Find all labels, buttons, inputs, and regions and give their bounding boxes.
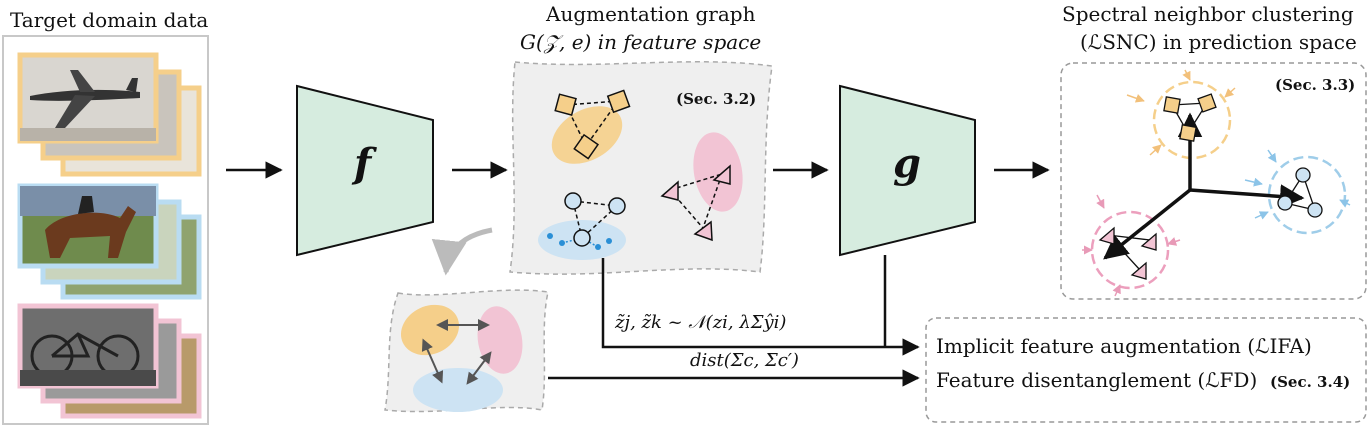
cov-orange bbox=[400, 304, 460, 356]
snc-axes bbox=[1103, 112, 1305, 260]
fd-section: (Sec. 3.4) bbox=[1270, 373, 1351, 391]
aug-graph-section: (Sec. 3.2) bbox=[676, 90, 757, 108]
network-f bbox=[296, 84, 434, 257]
blue-nodes bbox=[561, 192, 626, 248]
snc-blue-ring bbox=[1267, 155, 1347, 235]
snc-pink-ring bbox=[1090, 210, 1170, 290]
snc-title: Spectral neighbor clustering bbox=[1062, 2, 1354, 26]
target-data-panel bbox=[2, 35, 209, 425]
orange-nodes bbox=[554, 89, 631, 160]
aug-graph-title: Augmentation graph bbox=[546, 2, 756, 26]
pink-cluster bbox=[693, 132, 743, 212]
network-f-label: f bbox=[354, 140, 372, 187]
network-g bbox=[839, 84, 976, 257]
pink-nodes bbox=[660, 164, 731, 242]
arrow-to-covariance-panel bbox=[431, 227, 493, 276]
snc-panel bbox=[1060, 62, 1367, 300]
dist-formula: dist(Σc, Σc′) bbox=[690, 350, 799, 371]
image-stack-horse bbox=[17, 183, 202, 300]
snc-subtitle: (ℒSNC) in prediction space bbox=[1080, 30, 1357, 54]
fd-label: Feature disentanglement (ℒFD) bbox=[936, 368, 1258, 392]
cov-blue bbox=[413, 368, 503, 412]
ifa-label: Implicit feature augmentation (ℒIFA) bbox=[936, 334, 1312, 358]
image-stack-airplane bbox=[17, 52, 202, 177]
aug-graph-subtitle: G(𝒵, e) in feature space bbox=[520, 30, 762, 54]
target-domain-title: Target domain data bbox=[10, 8, 209, 32]
network-g-label: g bbox=[893, 140, 921, 187]
snc-orange-ring bbox=[1152, 80, 1232, 160]
arrow-feature-to-ifa bbox=[601, 258, 920, 356]
snc-section: (Sec. 3.3) bbox=[1275, 76, 1356, 94]
sampling-formula: z̃j, z̃k ~ 𝒩(zi, λΣŷi) bbox=[615, 312, 787, 333]
image-stack-bicycle bbox=[17, 303, 202, 419]
loss-box bbox=[925, 317, 1367, 423]
